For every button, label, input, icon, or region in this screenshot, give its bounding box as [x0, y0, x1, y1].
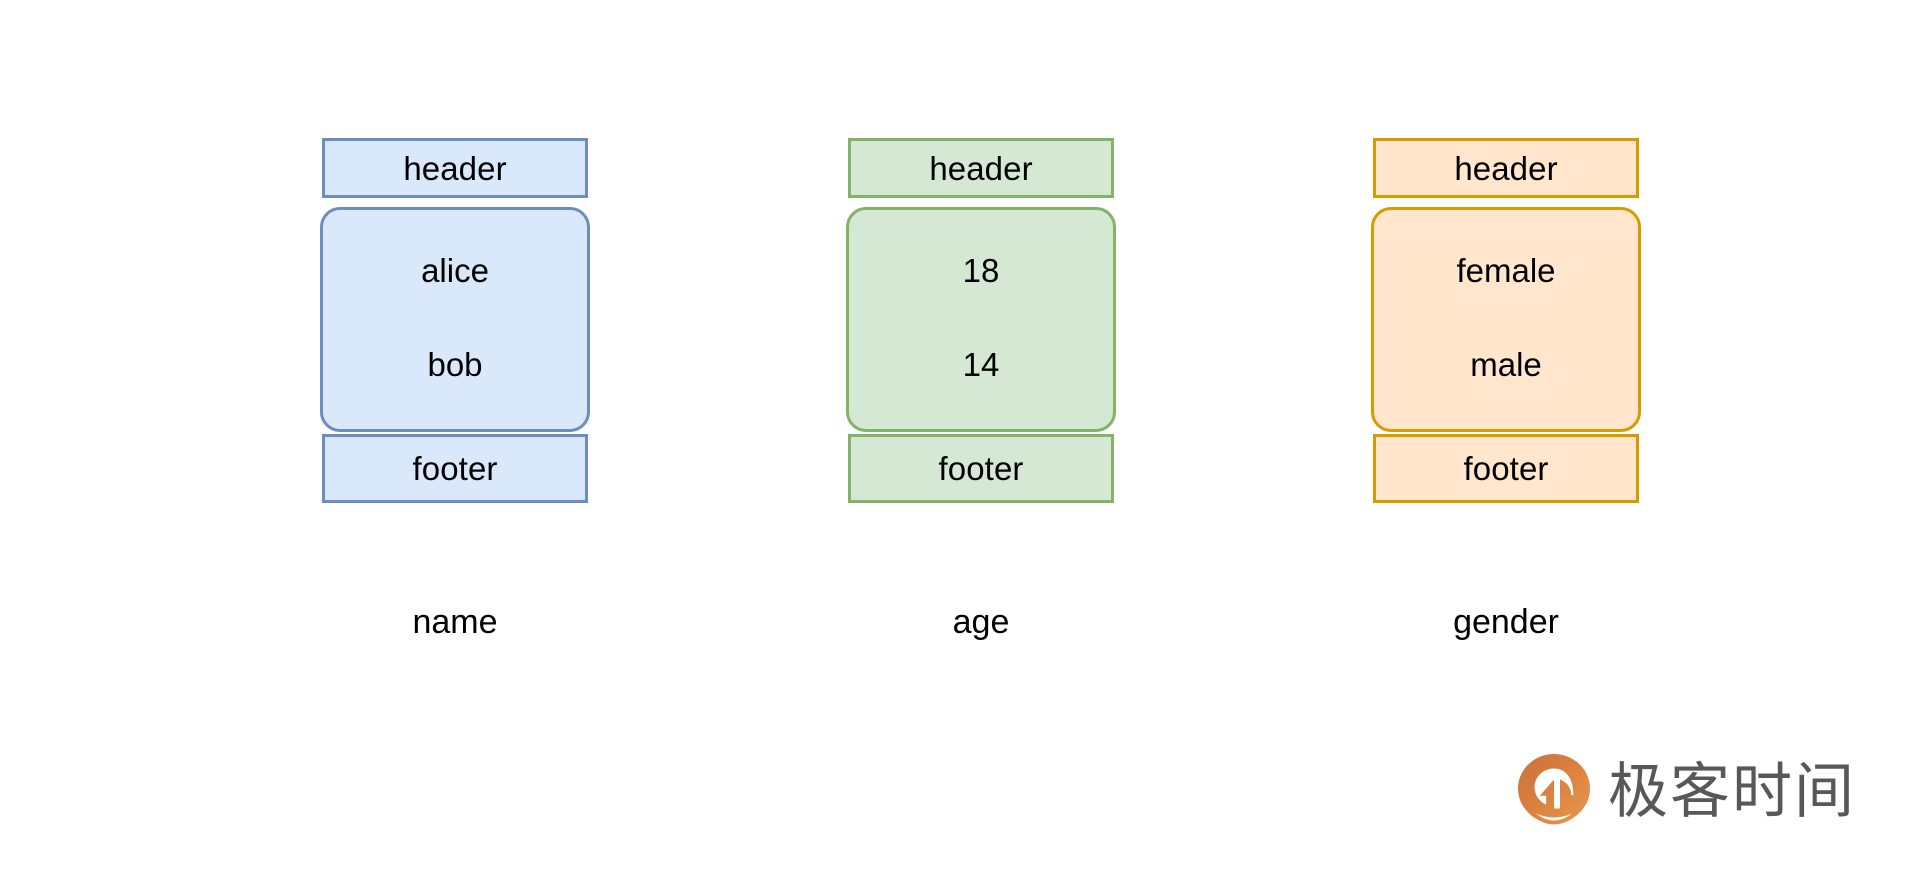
column-body-age: 18 14	[846, 207, 1116, 432]
column-group-name: header alice bob footer name	[320, 138, 590, 639]
column-header-label: header	[929, 149, 1033, 187]
column-header-age: header	[848, 138, 1114, 198]
column-header-gender: header	[1373, 138, 1639, 198]
watermark-text: 极客时间	[1608, 757, 1856, 827]
cell-value: male	[1470, 345, 1542, 383]
column-header-name: header	[322, 138, 588, 198]
column-footer-gender: footer	[1373, 434, 1639, 503]
column-footer-name: footer	[322, 434, 588, 503]
column-caption-gender: gender	[1453, 603, 1559, 641]
column-footer-label: footer	[412, 450, 498, 487]
column-footer-label: footer	[938, 450, 1024, 487]
cell-value: 18	[962, 252, 1000, 290]
column-group-gender: header female male footer gender	[1371, 138, 1641, 639]
cell-value: alice	[421, 252, 489, 290]
column-caption-age: age	[952, 603, 1010, 641]
column-footer-age: footer	[848, 434, 1114, 503]
watermark: 极客时间	[1516, 752, 1856, 832]
column-body-name: alice bob	[320, 207, 590, 432]
column-header-label: header	[1454, 149, 1558, 187]
cell-value: bob	[427, 345, 483, 383]
geektime-pin-icon	[1516, 752, 1592, 832]
cell-value: 14	[962, 345, 1000, 383]
column-caption-name: name	[412, 603, 498, 641]
column-header-label: header	[403, 149, 507, 187]
column-footer-label: footer	[1463, 450, 1549, 487]
cell-value: female	[1456, 252, 1556, 290]
column-group-age: header 18 14 footer age	[846, 138, 1116, 639]
column-body-gender: female male	[1371, 207, 1641, 432]
